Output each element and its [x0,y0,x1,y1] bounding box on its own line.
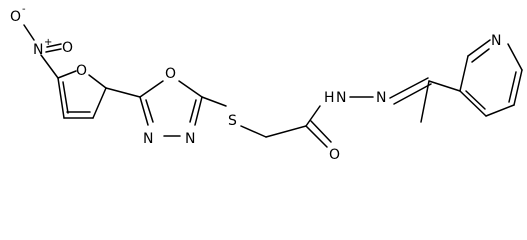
atom-hydrazide-h: H [324,90,335,106]
molecule-canvas: O - N + O O O N [10,4,523,163]
atom-oxadiazole-n3: N [143,131,153,147]
bond-py-c2-n1-inner [471,48,490,63]
atom-hydrazone-n: N [376,90,386,106]
charge-nitro-o-minus: - [22,4,26,15]
bond-oxa-o-c5 [178,80,203,98]
hydrazone-carbon [389,77,461,123]
bond-co-nh [305,105,321,127]
bond-c-pyridine [428,80,461,92]
atom-hydrazide-n: N [336,90,346,106]
atom-nitro-o-double: O [62,40,73,56]
bond-c-methyl [420,80,430,123]
bond-nitro-o-n [23,24,35,41]
pyridine-ring: N [459,33,523,117]
bond-py-c4-c3 [459,90,487,117]
bond-furan-c5-o [57,70,77,79]
bond-s-ch2 [240,125,267,138]
bond-co-o-a [305,125,328,148]
bond-nitro-n-furan [40,54,59,79]
bond-py-c5-c4 [485,104,515,117]
atom-oxadiazole-n4: N [185,131,195,147]
bond-furan-c4-c5-inner [62,81,69,114]
bond-furan-c2-c3 [92,87,107,119]
bond-oxa-c5-n4 [194,96,203,126]
bond-furan-c4-c5 [57,77,65,119]
bond-oxa-c5-n4-inner [189,99,197,123]
atom-oxadiazole-o: O [165,66,176,82]
bond-oxa-n3-c2 [139,96,149,126]
nitro-group: O - N + O [10,4,73,79]
bond-oxa-c2-o [139,80,164,98]
thioacetyl-chain: S O H N N [201,90,386,163]
bond-py-c3-c2 [459,55,469,92]
atom-thioether-s: S [228,113,237,129]
bond-py-n1-c6 [507,43,523,71]
atom-pyridine-n: N [491,33,501,49]
bond-oxa-n3-c2-inner [145,99,154,123]
bond-ch2-co [265,125,307,138]
bond-nitro-n-o-double-b [45,48,62,53]
bond-n-c-double-b [393,83,432,105]
bond-py-c6-c5-inner [508,71,517,103]
bond-co-o-b [310,120,332,143]
bond-py-c6-c5 [513,69,523,106]
bond-py-c4-c3-inner [465,90,486,110]
bond-oxa-s [201,96,227,107]
structure-diagram: O - N + O O O N [10,4,523,163]
bond-furan-o-c2 [88,74,107,89]
bond-py-c2-n1 [467,39,491,57]
bond-n-c-double-a [389,77,429,99]
bond-nitro-n-o-double-a [46,43,62,48]
oxadiazole-ring: O N N [139,66,203,147]
charge-nitro-n: + [44,37,52,48]
atom-carbonyl-o: O [329,147,340,163]
furan-ring: O [57,63,107,119]
atom-nitro-o-minus: O [10,9,21,25]
bond-furan-oxadiazole [105,87,141,98]
atom-furan-o: O [76,63,87,79]
atom-nitro-n: N [33,42,43,58]
